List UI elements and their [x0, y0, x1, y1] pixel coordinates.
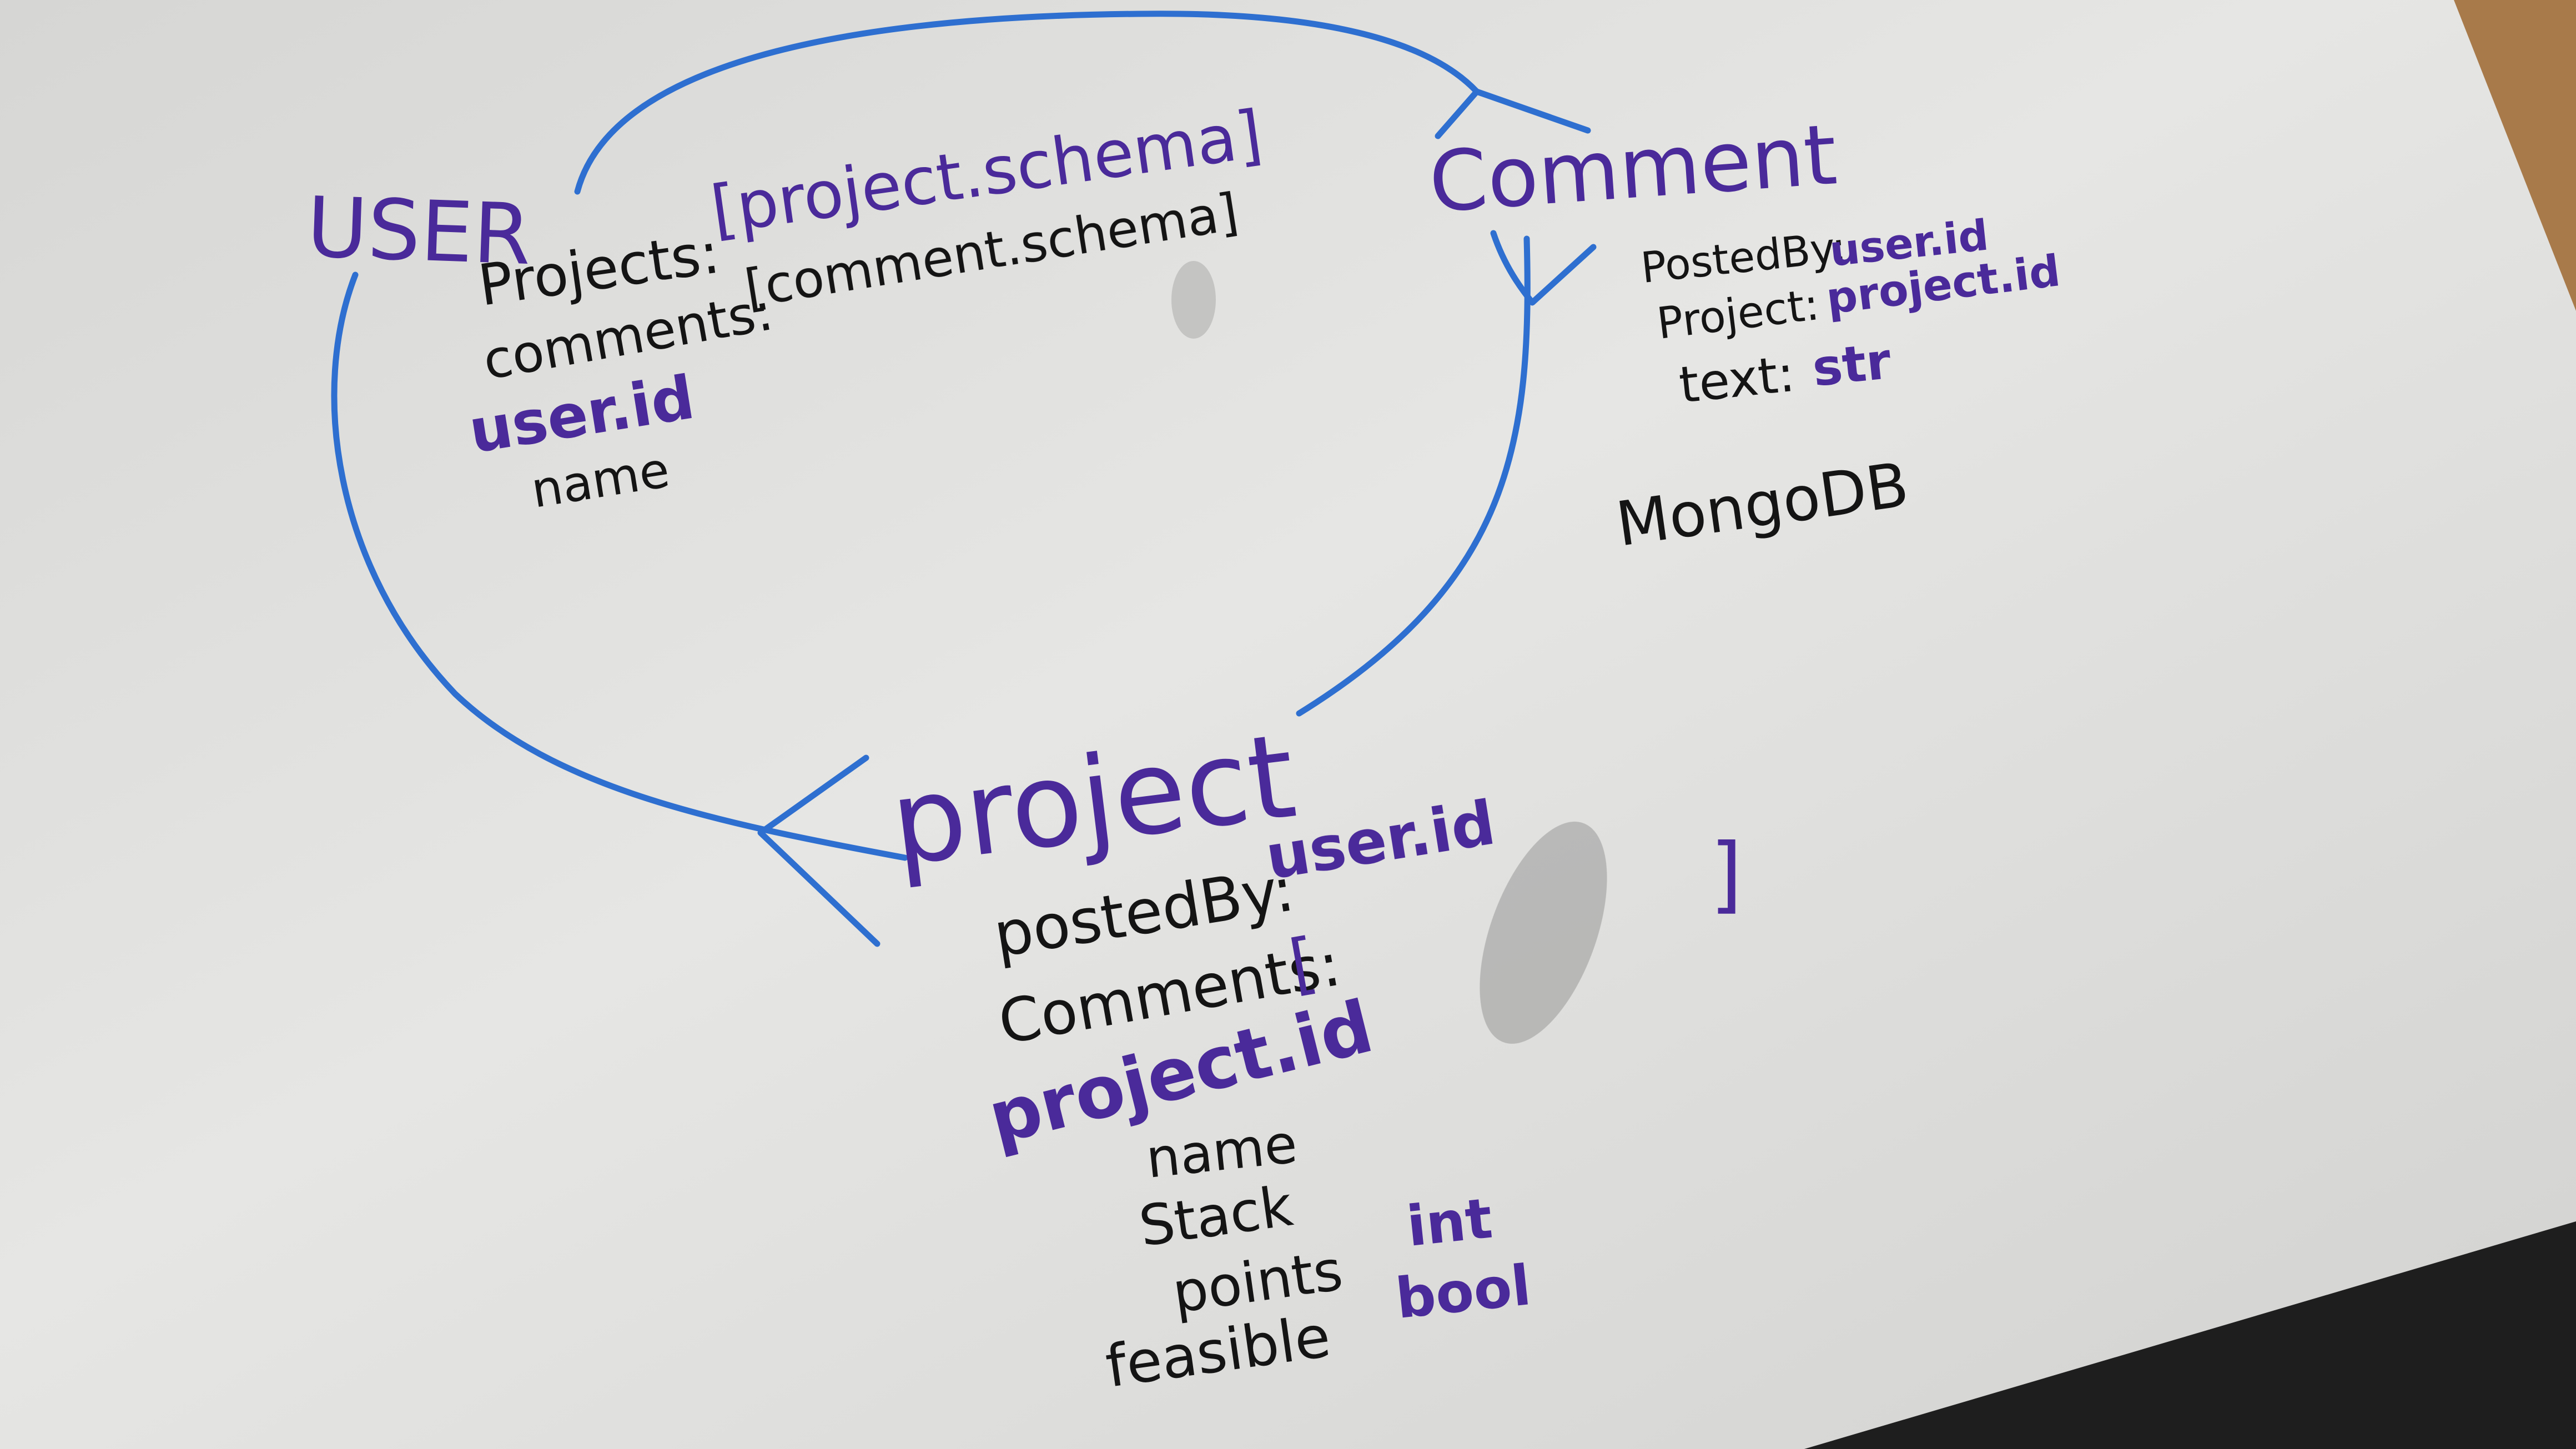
relation-arrows [331, 11, 1597, 947]
user-to-project-arc [331, 271, 908, 861]
comment-arrowhead [1490, 230, 1597, 306]
user-to-comment-arc [574, 11, 1480, 195]
comment-text-label: text: [1676, 344, 1798, 415]
comment-to-project-arc [1296, 235, 1531, 717]
project-points-type: int [1403, 1185, 1496, 1259]
comment-text-value: str [1809, 331, 1894, 398]
project-feasible-type: bool [1392, 1252, 1534, 1331]
user-to-comment-arrowhead [1435, 88, 1591, 139]
eraser-smudge [1171, 261, 1607, 1044]
project-comments-close-bracket: ] [1710, 826, 1743, 923]
project-arrowhead [757, 754, 881, 947]
